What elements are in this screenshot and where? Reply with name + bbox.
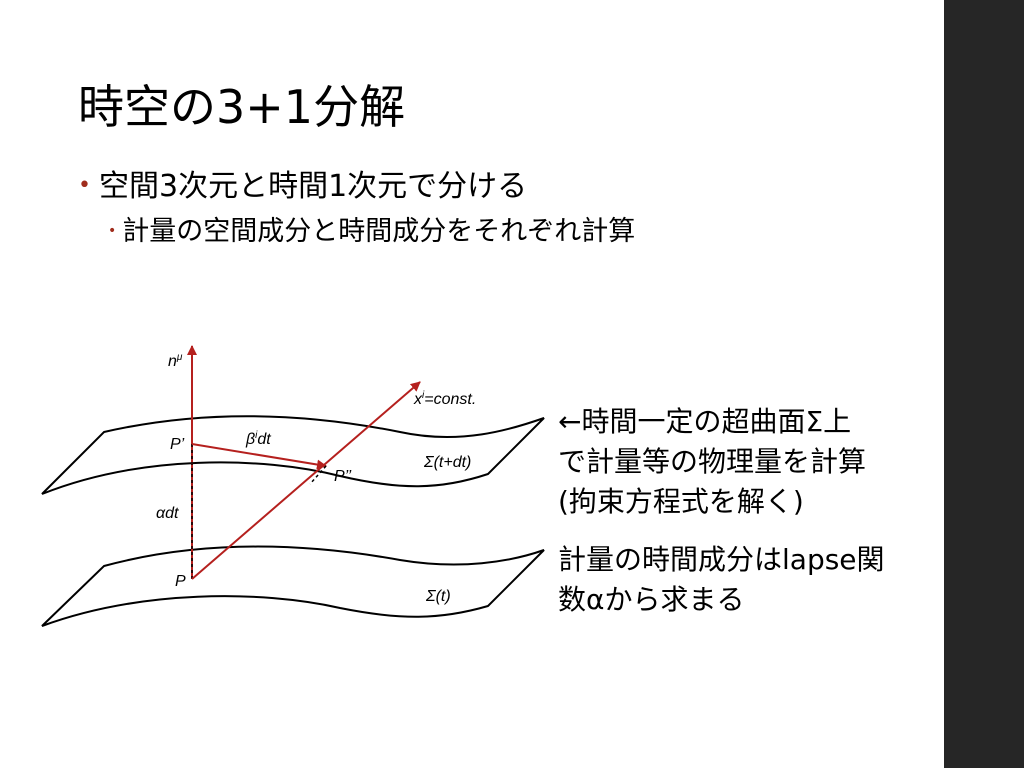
shift-vector-beta: [191, 443, 327, 470]
slide-title: 時空の3+1分解: [78, 80, 406, 134]
note-line: ←時間一定の超曲面Σ上: [558, 405, 852, 438]
surface-lower: [41, 545, 545, 627]
label-beta-dt: βidt: [245, 430, 271, 448]
spacetime-diagram: nμ xi=const. βidt P’ P’’ Σ(t+dt) αdt P Σ…: [41, 345, 545, 627]
note-line: 計量の時間成分はlapse関: [558, 543, 885, 576]
note-line: で計量等の物理量を計算: [558, 445, 867, 478]
label-x-const: xi=const.: [413, 390, 476, 408]
label-p: P: [175, 573, 186, 590]
x-const-line: [191, 381, 421, 580]
label-sigma-lower: Σ(t): [425, 588, 451, 605]
surface-upper: [41, 415, 545, 495]
label-n-mu: nμ: [168, 352, 183, 370]
note-line: (拘束方程式を解く): [558, 485, 804, 518]
note-lapse: 計量の時間成分はlapse関 数αから求まる: [558, 540, 885, 620]
note-hypersurface: ←時間一定の超曲面Σ上 で計量等の物理量を計算 (拘束方程式を解く): [558, 402, 866, 522]
bullet-dot: •: [108, 223, 117, 239]
p-double-dashed: [309, 465, 327, 485]
bullet-dot: •: [78, 173, 91, 198]
label-p-prime: P’: [170, 436, 185, 453]
label-alpha-dt: αdt: [156, 505, 179, 522]
bullet-2-text: 計量の空間成分と時間成分をそれぞれ計算: [122, 216, 636, 247]
bullet-2: • 計量の空間成分と時間成分をそれぞれ計算: [108, 212, 635, 251]
bullet-1: • 空間3次元と時間1次元で分ける: [78, 166, 527, 207]
bullet-1-text: 空間3次元と時間1次元で分ける: [98, 169, 528, 204]
label-p-double-prime: P’’: [334, 468, 352, 485]
label-sigma-upper: Σ(t+dt): [423, 454, 471, 471]
note-line: 数αから求まる: [558, 583, 745, 616]
sidebar: [944, 0, 1024, 768]
